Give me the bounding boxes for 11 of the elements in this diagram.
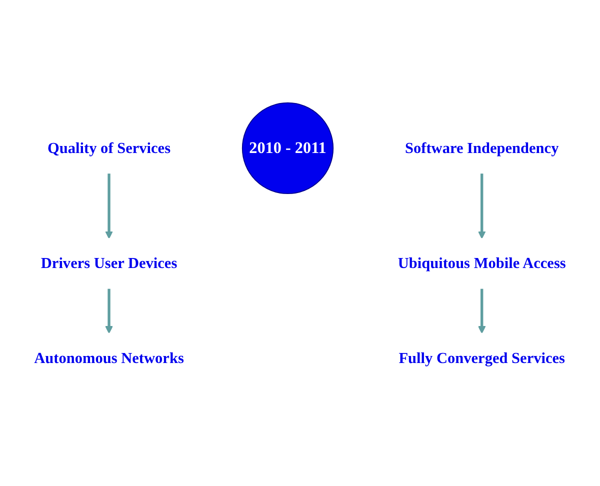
node-text: Drivers User Devices	[40, 254, 178, 272]
node-text: Quality of Services	[48, 139, 171, 157]
arrow	[478, 288, 486, 334]
arrow	[478, 173, 486, 239]
node-text: Autonomous Networks	[34, 349, 184, 367]
arrow	[105, 288, 113, 334]
node-text: Fully Converged Services	[398, 349, 565, 367]
node-circle: 2010 - 2011	[242, 102, 334, 194]
node-text: Ubiquitous Mobile Access	[398, 254, 566, 272]
arrow	[105, 173, 113, 239]
node-text: Software Independency	[404, 139, 559, 157]
